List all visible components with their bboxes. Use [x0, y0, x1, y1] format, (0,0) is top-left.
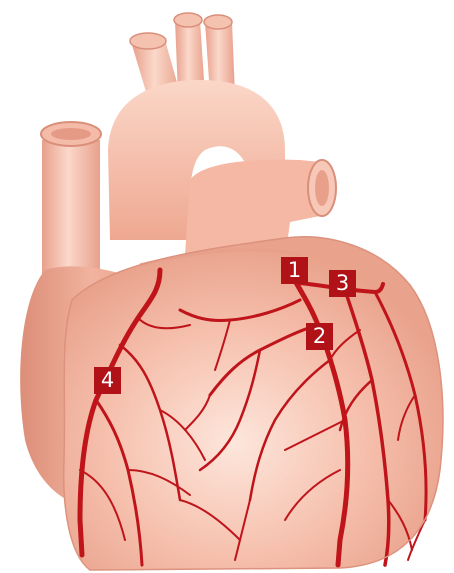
marker-2: 2	[306, 323, 333, 350]
ventricles	[64, 237, 443, 570]
marker-1: 1	[281, 257, 308, 284]
marker-3: 3	[329, 270, 356, 297]
marker-4: 4	[94, 367, 121, 394]
